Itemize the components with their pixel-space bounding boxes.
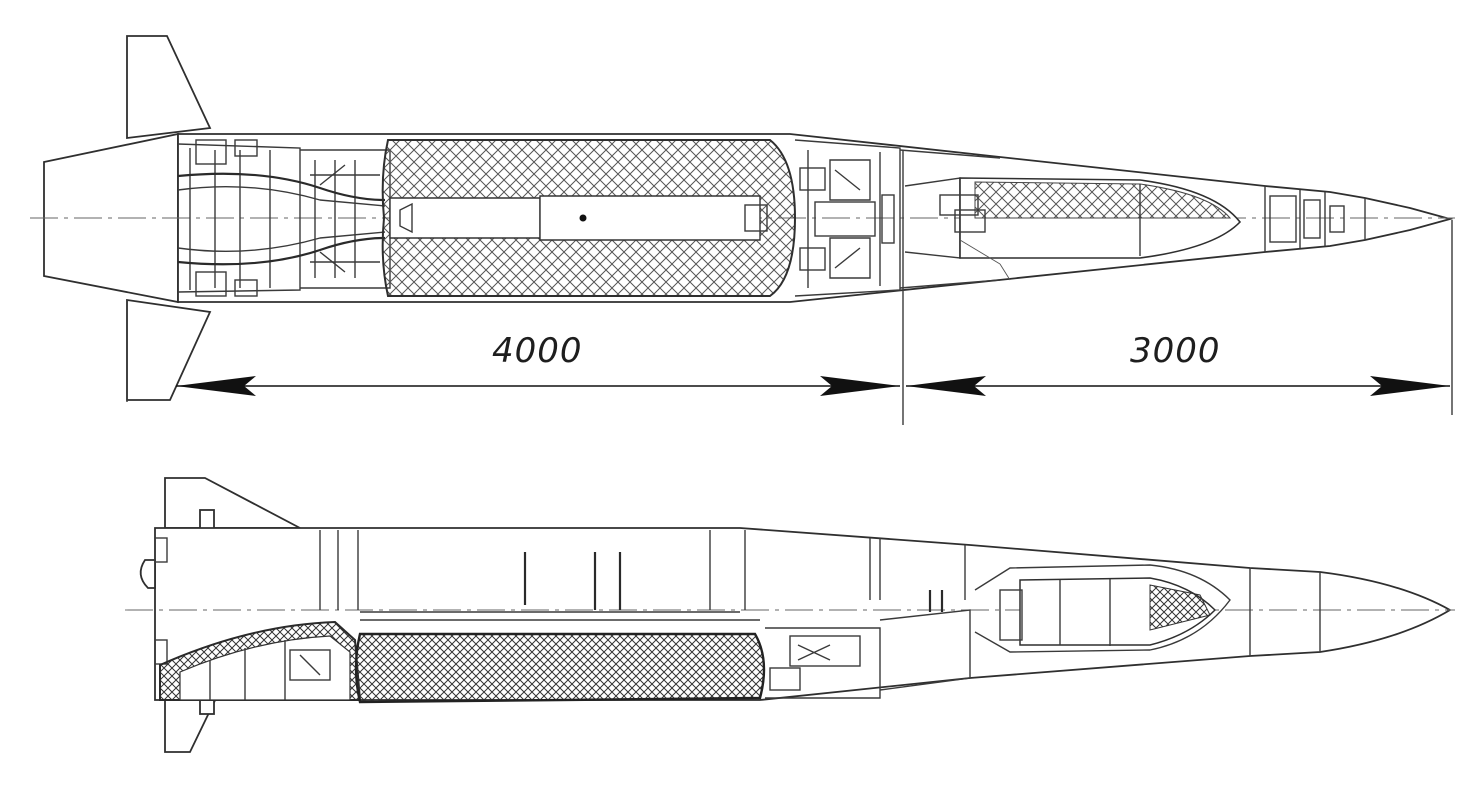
side-tail-cap (139, 559, 156, 589)
top-engine-section (177, 139, 391, 297)
dimension-lines: 4000 3000 (126, 150, 1453, 425)
top-upper-tail-fin (126, 35, 212, 140)
side-view (125, 477, 1455, 753)
top-nose-bay (1264, 186, 1366, 252)
top-warhead-bay (899, 149, 1242, 289)
side-warhead-bay (974, 564, 1231, 653)
side-upper-fin (164, 477, 301, 529)
top-center-point (579, 214, 587, 222)
dimension-label-rear: 4000 (492, 331, 583, 371)
top-mid-bay (794, 139, 901, 297)
side-fuel-tank (354, 632, 766, 704)
dimension-label-front: 3000 (1130, 331, 1221, 371)
side-mid-bay (765, 609, 971, 699)
top-view (30, 35, 1455, 401)
top-lower-tail-fin (126, 298, 212, 401)
side-fin-stub-top (199, 509, 215, 531)
